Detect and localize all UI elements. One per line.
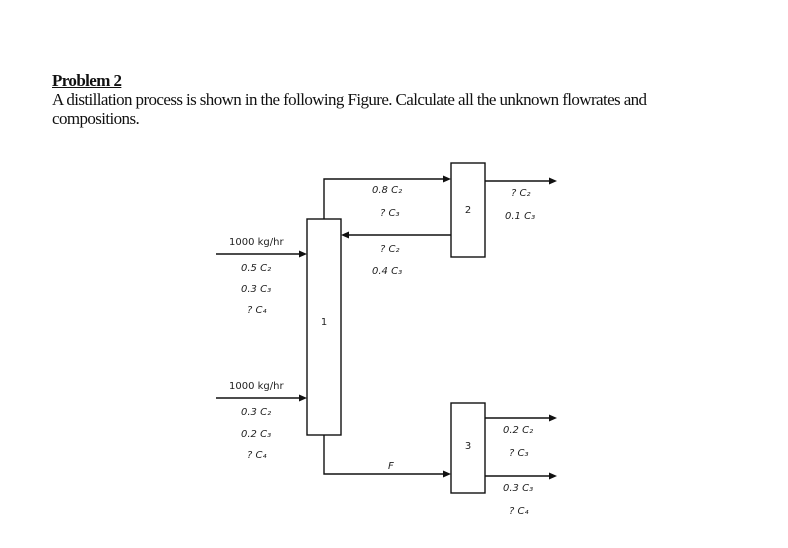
overhead-1-arrow [443, 175, 451, 183]
feed-2-rate: 1000 kg/hr [229, 381, 284, 392]
column-3-label: 3 [465, 441, 471, 452]
recycle-arrow [341, 231, 349, 239]
bottoms-1-stream [323, 435, 444, 475]
overhead-1-comp-1: 0.8 C₂ [372, 185, 402, 196]
overhead-1-stream [323, 178, 444, 219]
feed-2-comp-2: 0.2 C₃ [241, 429, 271, 440]
product-3-top-comp-1: 0.2 C₂ [503, 425, 533, 436]
feed-2-comp-3: ? C₄ [247, 450, 266, 461]
product-2-arrow [549, 177, 557, 185]
problem-title: Problem 2 [52, 71, 122, 90]
feed-2-arrow [299, 394, 307, 402]
column-1 [306, 218, 342, 436]
column-1-label: 1 [321, 317, 327, 328]
overhead-1-comp-2: ? C₃ [380, 208, 399, 219]
problem-text-line-2: compositions. [52, 109, 140, 128]
feed-1-comp-2: 0.3 C₃ [241, 284, 271, 295]
product-3-top-arrow [549, 414, 557, 422]
product-3-bottom-arrow [549, 472, 557, 480]
bottoms-1-arrow [443, 470, 451, 478]
column-2 [450, 162, 486, 258]
problem-statement: Problem 2 A distillation process is show… [52, 71, 752, 128]
feed-1-rate: 1000 kg/hr [229, 237, 284, 248]
recycle-comp-1: ? C₂ [380, 244, 399, 255]
problem-text-line-1: A distillation process is shown in the f… [52, 90, 647, 109]
product-2-comp-2: 0.1 C₃ [505, 211, 535, 222]
column-3 [450, 402, 486, 494]
product-3-bottom-comp-2: ? C₄ [509, 506, 528, 517]
product-3-bottom-comp-1: 0.3 C₃ [503, 483, 533, 494]
bottoms-1-label: F [388, 461, 394, 472]
product-3-top-comp-2: ? C₃ [509, 448, 528, 459]
column-2-label: 2 [465, 205, 471, 216]
product-2-comp-1: ? C₂ [511, 188, 530, 199]
feed-1-comp-1: 0.5 C₂ [241, 263, 271, 274]
feed-2-comp-1: 0.3 C₂ [241, 407, 271, 418]
recycle-comp-2: 0.4 C₃ [372, 266, 402, 277]
feed-1-arrow [299, 250, 307, 258]
feed-1-comp-3: ? C₄ [247, 305, 266, 316]
